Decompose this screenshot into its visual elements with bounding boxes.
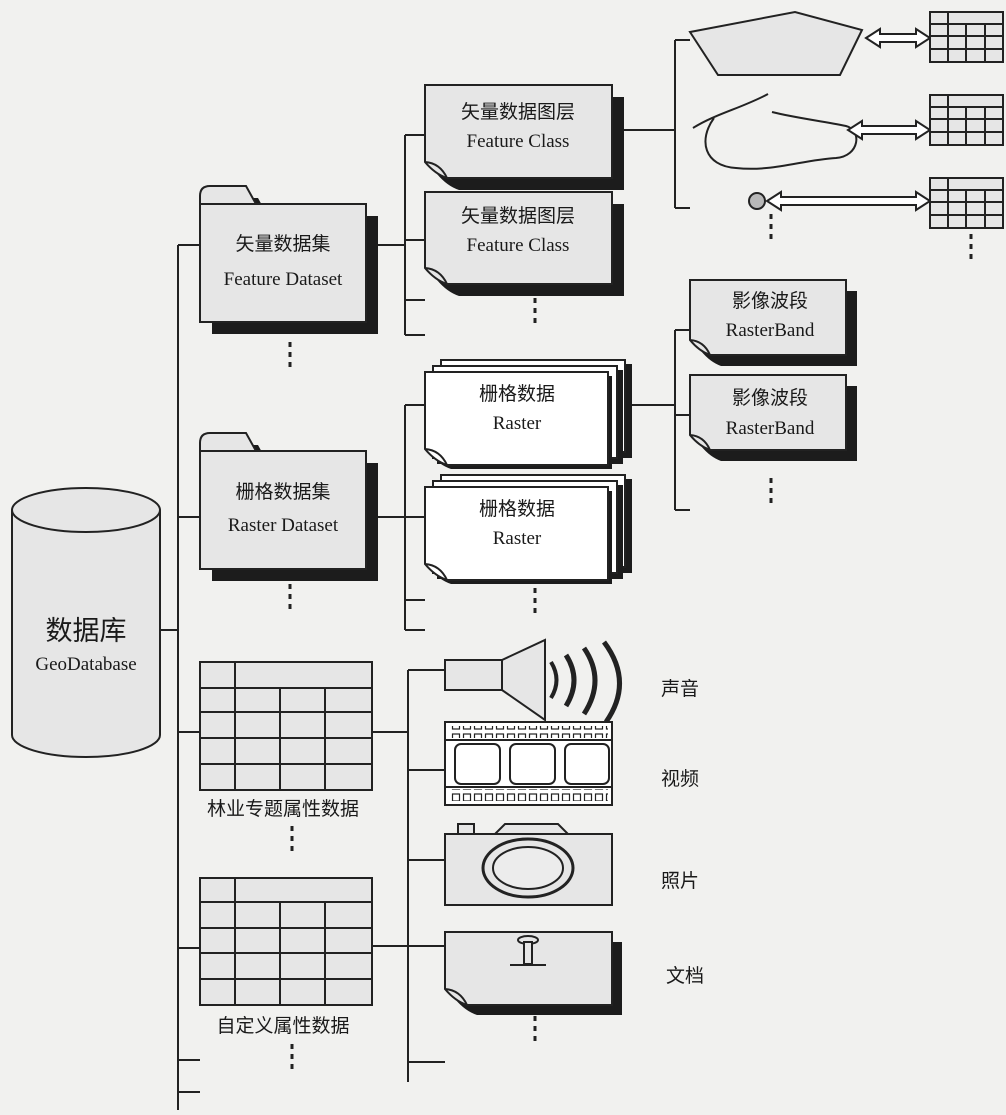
table-icon <box>200 878 372 1005</box>
feature-dataset-title-en: Feature Dataset <box>224 269 343 290</box>
feature-dataset-title-cn: 矢量数据集 <box>235 233 330 255</box>
raster-dataset-title-cn: 栅格数据集 <box>235 481 330 503</box>
raster-band-2-title-cn: 影像波段 <box>732 387 808 409</box>
speaker-icon <box>445 640 620 722</box>
feature-class-2-title-cn: 矢量数据图层 <box>461 205 575 227</box>
cylinder-top <box>12 488 160 532</box>
photo-label: 照片 <box>661 870 699 892</box>
video-item: 视频 <box>445 722 699 805</box>
feature-class-connector <box>378 135 425 335</box>
film-strip-icon <box>445 722 612 805</box>
video-label: 视频 <box>661 768 699 790</box>
feature-class-box-2: 矢量数据图层 Feature Class <box>425 192 624 296</box>
photo-item: 照片 <box>445 824 699 905</box>
forestry-table-label: 林业专题属性数据 <box>207 798 359 820</box>
point-geometry-row <box>749 178 1003 228</box>
feature-class-1-title-cn: 矢量数据图层 <box>461 101 575 123</box>
raster-box-2: 栅格数据 Raster <box>425 475 632 584</box>
feature-class-1-title-en: Feature Class <box>467 131 570 152</box>
forestry-attribute-table: 林业专题属性数据 <box>200 662 372 820</box>
geometry-connector <box>624 40 690 208</box>
database-cylinder: 数据库 GeoDatabase <box>12 488 160 757</box>
document-item: 文档 <box>445 932 704 1015</box>
attribute-table-icon <box>930 95 1003 145</box>
raster-connector <box>378 405 425 630</box>
raster-band-1-title-en: RasterBand <box>726 320 815 341</box>
camera-icon <box>445 824 612 905</box>
raster-1-title-en: Raster <box>493 413 542 434</box>
attribute-table-icon <box>930 12 1003 62</box>
point-shape-icon <box>749 193 765 209</box>
multimedia-connector <box>372 670 445 1082</box>
database-title-en: GeoDatabase <box>35 654 136 675</box>
double-arrow-icon <box>866 29 930 47</box>
sound-item: 声音 <box>445 640 699 722</box>
raster-2-title-en: Raster <box>493 528 542 549</box>
raster-1-title-cn: 栅格数据 <box>479 383 555 405</box>
raster-2-title-cn: 栅格数据 <box>479 498 555 520</box>
raster-band-1-title-cn: 影像波段 <box>732 290 808 312</box>
raster-band-connector <box>632 330 690 510</box>
document-label: 文档 <box>666 965 704 987</box>
database-title-cn: 数据库 <box>46 616 127 647</box>
line-shape-icon <box>693 94 768 128</box>
attribute-table-icon <box>930 178 1003 228</box>
raster-dataset-folder: 栅格数据集 Raster Dataset <box>200 433 378 581</box>
line-geometry-row <box>693 94 1003 169</box>
main-trunk-connector <box>160 245 200 1110</box>
polygon-geometry-row <box>690 12 1003 75</box>
custom-table-label: 自定义属性数据 <box>216 1015 349 1037</box>
feature-dataset-folder: 矢量数据集 Feature Dataset <box>200 186 378 334</box>
feature-class-box-1: 矢量数据图层 Feature Class <box>425 85 624 190</box>
feature-class-2-title-en: Feature Class <box>467 235 570 256</box>
custom-attribute-table: 自定义属性数据 <box>200 878 372 1037</box>
raster-band-box-2: 影像波段 RasterBand <box>690 375 857 461</box>
table-icon <box>200 662 372 790</box>
raster-band-2-title-en: RasterBand <box>726 418 815 439</box>
raster-box-1: 栅格数据 Raster <box>425 360 632 469</box>
double-arrow-icon <box>848 121 930 139</box>
document-icon <box>445 932 622 1015</box>
raster-dataset-title-en: Raster Dataset <box>228 515 339 536</box>
freeform-line-icon <box>705 112 856 169</box>
polygon-shape-icon <box>690 12 862 75</box>
double-arrow-icon <box>767 192 930 210</box>
sound-label: 声音 <box>661 678 699 700</box>
raster-band-box-1: 影像波段 RasterBand <box>690 280 857 366</box>
